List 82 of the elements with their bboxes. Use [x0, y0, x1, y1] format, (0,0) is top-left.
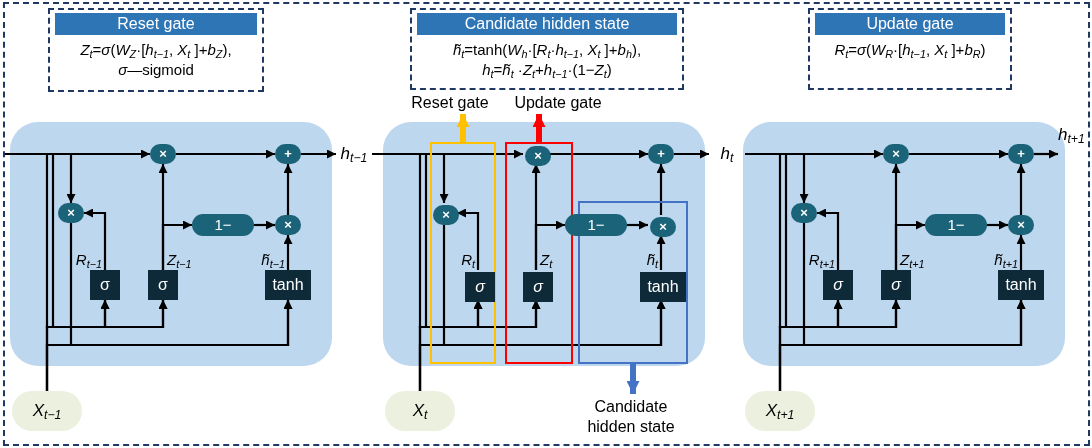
arrow: [909, 149, 1008, 159]
arrow: [817, 208, 840, 270]
operator-node: +: [648, 144, 674, 164]
operator-node: ×: [58, 203, 84, 223]
edge-label: R$_{t}$: [461, 251, 475, 269]
arrow: [534, 220, 565, 270]
operator-node: ×: [791, 203, 817, 223]
operator-node: ×: [433, 205, 459, 225]
hidden-state-label: h$_{t}$: [709, 142, 745, 166]
activation-block: σ: [881, 270, 911, 300]
edge-label: h̃$_{t−1}$: [261, 251, 285, 269]
formula-card: [410, 8, 684, 90]
arrow: [176, 149, 275, 159]
arrow: [626, 364, 640, 394]
operator-node: +: [275, 144, 301, 164]
edge-label: h̃$_{t+1}$: [994, 251, 1018, 269]
activation-block: σ: [823, 270, 853, 300]
arrow: [254, 220, 275, 230]
edge-label: h̃$_{t}$: [646, 251, 658, 269]
operator-node: ×: [883, 144, 909, 164]
edge-label: R$_{t+1}$: [808, 251, 835, 269]
activation-block: tanh: [998, 270, 1044, 300]
operator-node: ×: [650, 217, 676, 237]
arrow: [283, 164, 293, 215]
activation-block: σ: [523, 272, 553, 302]
activation-block: tanh: [265, 270, 311, 300]
edge-label: Z$_{t}$: [540, 251, 553, 269]
formula: Z$_{t}$=σ(W$_{Z}$·[h$_{t−1}$, X$_{t}$ ]+b$_{Z}$),: [80, 40, 232, 60]
activation-block: σ: [465, 272, 495, 302]
arrow: [802, 223, 1026, 347]
edge-label: R$_{t−1}$: [75, 251, 102, 269]
activation-block: σ: [148, 270, 178, 300]
operator-node: 1−: [565, 214, 627, 236]
arrow: [442, 223, 666, 347]
formula-card: [808, 8, 1012, 90]
arrow: [457, 208, 480, 270]
edge-label: Z$_{t+1}$: [900, 251, 925, 269]
arrow: [283, 235, 293, 270]
arrow: [894, 220, 925, 270]
operator-node: ×: [525, 146, 551, 166]
arrow: [1016, 235, 1026, 270]
arrow: [69, 223, 293, 347]
edge-label: Z$_{t−1}$: [167, 251, 192, 269]
arrow: [987, 220, 1008, 230]
formula: h̃$_{t}$=tanh(W$_{h}$·[R$_{t}$·h$_{t−1}$, X$_{t}$ ]+b$_{h}$),: [452, 40, 642, 60]
highlight-frame: [505, 142, 573, 364]
operator-node: ×: [150, 144, 176, 164]
arrow: [1016, 164, 1026, 215]
arrow: [549, 149, 648, 159]
activation-block: σ: [90, 270, 120, 300]
activation-block: tanh: [640, 272, 686, 302]
cell-background: [383, 122, 705, 366]
card-header: Candidate hidden state: [417, 13, 677, 35]
hidden-state-label: h$_{t+1}$: [1058, 122, 1092, 162]
arrow: [84, 208, 107, 270]
operator-node: ×: [1008, 215, 1034, 235]
operator-node: ×: [275, 215, 301, 235]
arrow: [301, 149, 336, 159]
arrow: [532, 114, 546, 142]
card-header: Reset gate: [55, 13, 257, 35]
formula: σ—sigmoid: [118, 60, 194, 80]
gate-label: Candidate hidden state: [575, 394, 687, 440]
operator-node: 1−: [192, 214, 254, 236]
gate-label: Update gate: [500, 92, 616, 114]
formula-card: [48, 8, 264, 92]
arrow: [674, 149, 709, 159]
formula: h$_{t}$=h̃$_{t}$ ·Z$_{t}$+h$_{t−1}$·(1−Z$_{t}$): [482, 60, 612, 80]
cell-background: [743, 122, 1065, 366]
highlight-frame: [430, 142, 496, 364]
arrow: [1034, 149, 1058, 159]
arrow: [456, 114, 470, 142]
hidden-state-label: h$_{t−1}$: [336, 142, 372, 166]
formula: R$_{t}$=σ(W$_{R}$·[h$_{t−1}$, X$_{t}$ ]+b$_{R}$): [834, 40, 986, 60]
operator-node: 1−: [925, 214, 987, 236]
arrow: [656, 164, 666, 215]
card-header: Update gate: [815, 13, 1005, 35]
cell-background: [10, 122, 332, 366]
arrow: [656, 235, 666, 270]
gate-label: Reset gate: [402, 92, 498, 114]
arrow: [161, 220, 192, 270]
arrow: [627, 220, 648, 230]
operator-node: +: [1008, 144, 1034, 164]
